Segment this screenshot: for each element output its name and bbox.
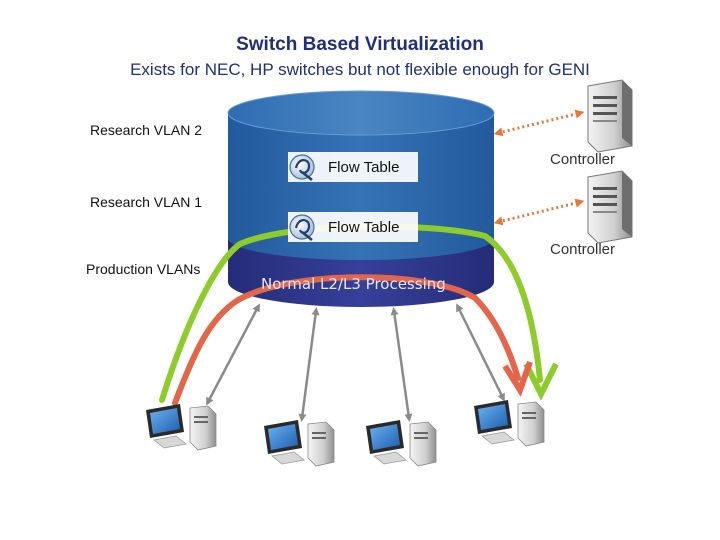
- desktop-computer-icon: [474, 400, 545, 447]
- production-vlans-label: Production VLANs: [86, 261, 201, 277]
- diagram-title: Switch Based Virtualization: [236, 34, 484, 55]
- desktop-computer-icon: [366, 420, 437, 467]
- diagram-subtitle: Exists for NEC, HP switches but not flex…: [130, 60, 590, 79]
- server-icon: [587, 79, 633, 153]
- production-traffic-path: [172, 274, 533, 406]
- research-vlan-1-label: Research VLAN 1: [90, 194, 203, 210]
- controller-links: [493, 109, 585, 226]
- normal-processing-label: Normal L2/L3 Processing: [261, 275, 446, 293]
- flow-table-label-top: Flow Table: [328, 159, 400, 176]
- flow-table-icon: [288, 212, 418, 242]
- desktop-computer-icon: [264, 420, 335, 467]
- controller-label-bottom: Controller: [550, 241, 616, 258]
- research-vlan-2-label: Research VLAN 2: [90, 122, 203, 138]
- controller-label-top: Controller: [550, 151, 616, 168]
- flow-table-icon: [288, 152, 418, 182]
- host-links: [206, 303, 505, 422]
- flow-table-label-bottom: Flow Table: [328, 219, 400, 236]
- server-icon: [587, 170, 633, 244]
- desktop-computer-icon: [146, 404, 217, 451]
